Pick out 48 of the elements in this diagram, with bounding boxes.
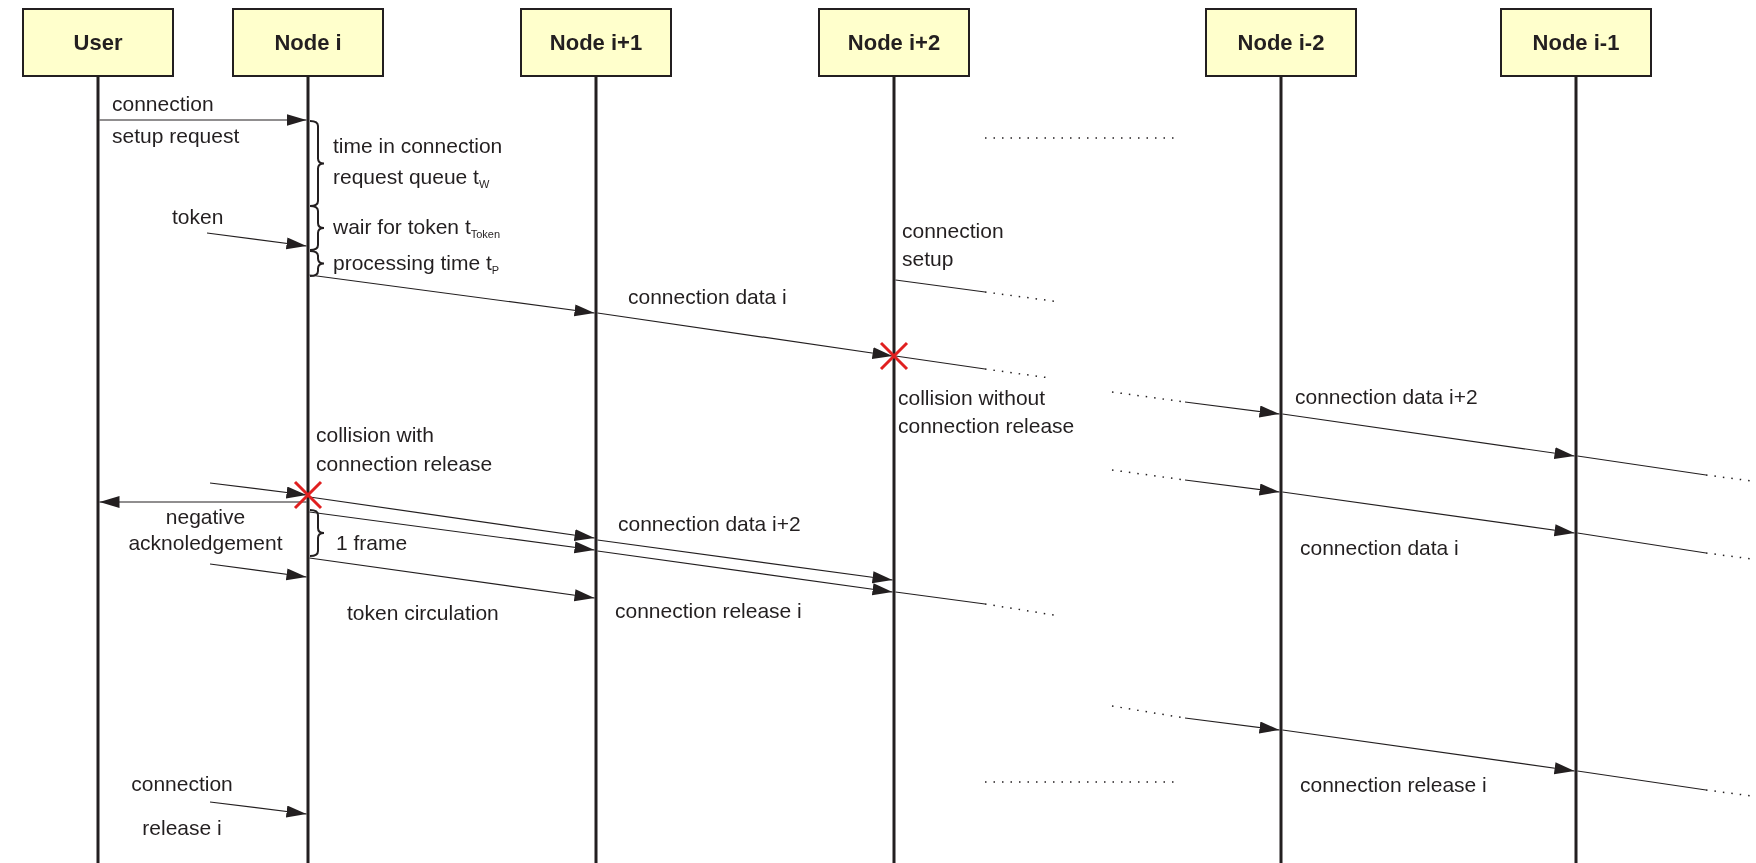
message-line (1576, 455, 1707, 476)
edge-label: connection release i (130, 771, 234, 841)
message-arrow (209, 563, 308, 581)
participant-name: Node i-1 (1532, 29, 1620, 56)
edge-label: connection data i (628, 284, 788, 310)
message-line (894, 279, 986, 293)
message-arrow (209, 482, 308, 499)
edge-label: token circulation (347, 600, 500, 626)
edge-label: connection data i+2 (1295, 384, 1479, 410)
edge-label: connection setup request (112, 91, 241, 149)
message-arrow (1281, 729, 1576, 775)
message-arrow (209, 801, 308, 818)
participant-name: User (73, 29, 123, 56)
message-arrow (98, 496, 308, 508)
edge-label: negative acknoledgement (127, 504, 284, 556)
message-line (1576, 532, 1707, 554)
participant-name: Node i+1 (549, 29, 643, 56)
message-arrow (1184, 717, 1281, 734)
message-arrow (596, 312, 894, 360)
edge-label: connection release i (615, 598, 803, 624)
message-arrow (308, 274, 596, 317)
participant-name: Node i+2 (847, 29, 941, 56)
message-arrow (206, 232, 308, 250)
message-line (1576, 770, 1707, 791)
edge-label: connection data i+2 (618, 511, 802, 537)
message-line (894, 591, 986, 605)
message-arrow (1281, 491, 1576, 537)
message-arrow (308, 511, 596, 554)
annotation-text: processing time t$_{P}$ (333, 250, 501, 278)
message-line (894, 355, 986, 370)
message-arrow (1184, 479, 1281, 496)
edge-label: connection data i (1300, 535, 1460, 561)
edge-label: token (172, 204, 225, 230)
annotation-text: collision with connection release (316, 422, 494, 477)
participant-name: Node i (274, 29, 342, 56)
message-arrow (308, 557, 596, 602)
annotation-text: collision without connection release (898, 385, 1076, 439)
message-arrow (1184, 401, 1281, 418)
message-arrow (596, 539, 894, 584)
annotation-text: wair for token t$_{Token}$ (333, 214, 502, 242)
edge-label: connection release i (1300, 772, 1488, 798)
annotation-text: 1 frame (336, 530, 409, 556)
message-arrow (1281, 413, 1576, 460)
message-arrow (596, 550, 894, 596)
edge-label: connection setup (902, 218, 1005, 272)
message-arrow (98, 114, 308, 126)
annotation-text: time in connection request queue t$_{W}$ (333, 133, 504, 192)
participant-name: Node i-2 (1237, 29, 1325, 56)
